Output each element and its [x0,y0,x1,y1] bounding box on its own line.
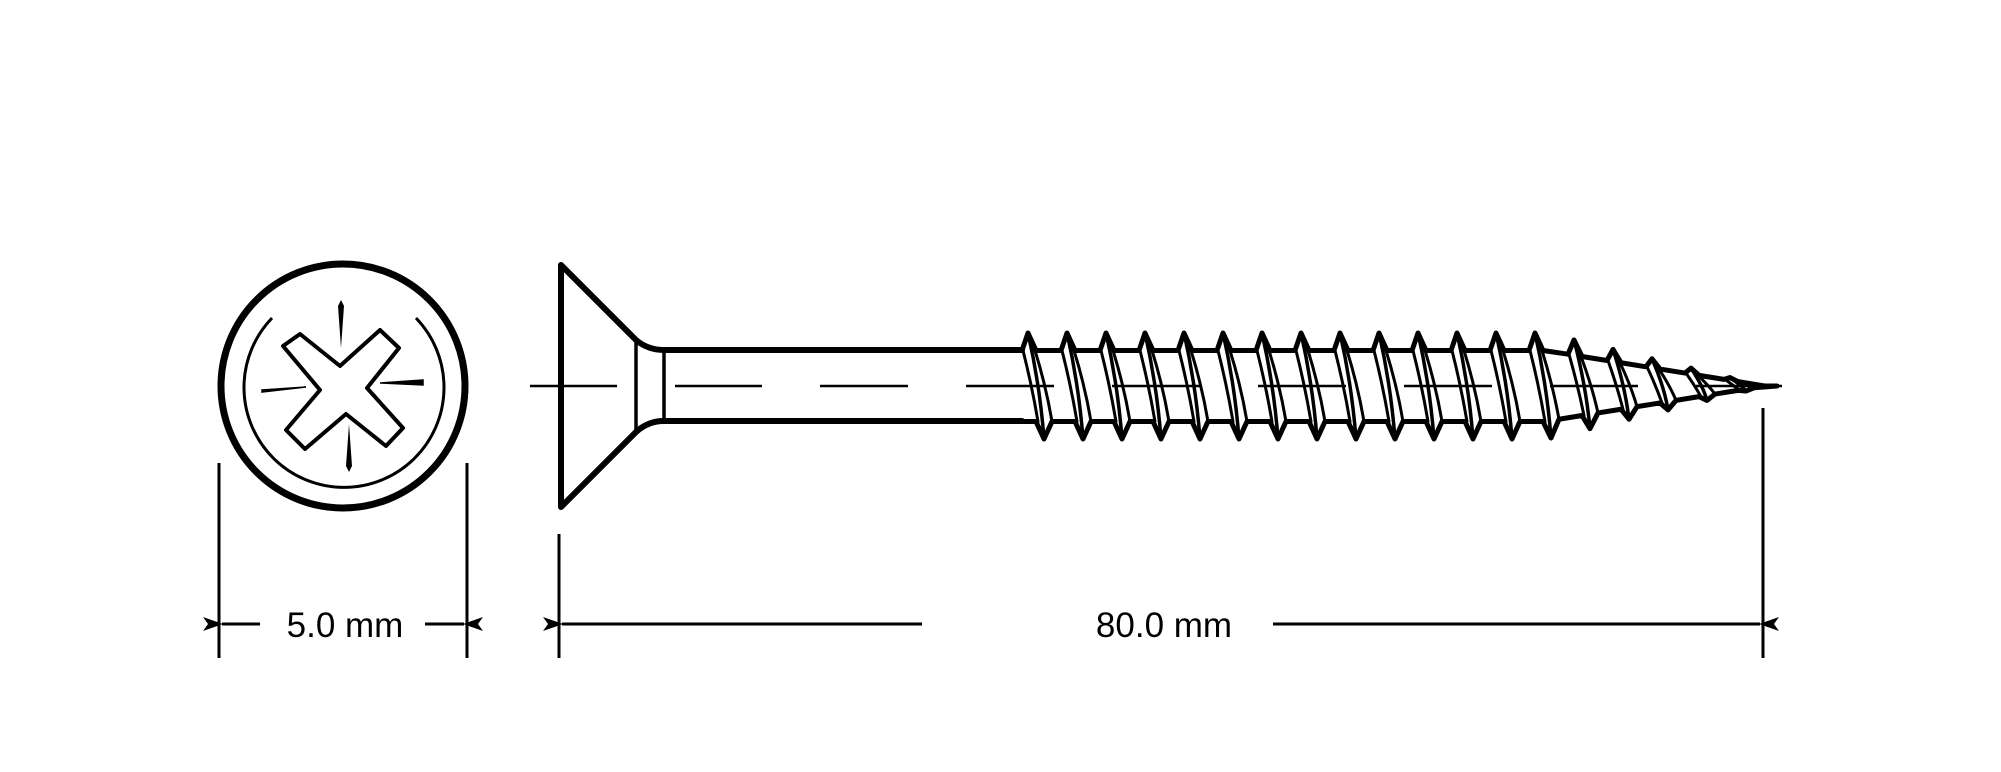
screw-side-view [530,262,1782,510]
head-outer-circle [217,260,469,512]
length-dimension: 80.0 mm [543,408,1779,658]
diameter-dimension: 5.0 mm [203,463,483,658]
head-inner-arc [242,316,446,489]
length-label: 80.0 mm [1096,606,1232,645]
head-top-view [217,260,469,512]
pozidriv-cross-icon [261,300,424,472]
diameter-label: 5.0 mm [287,606,404,645]
